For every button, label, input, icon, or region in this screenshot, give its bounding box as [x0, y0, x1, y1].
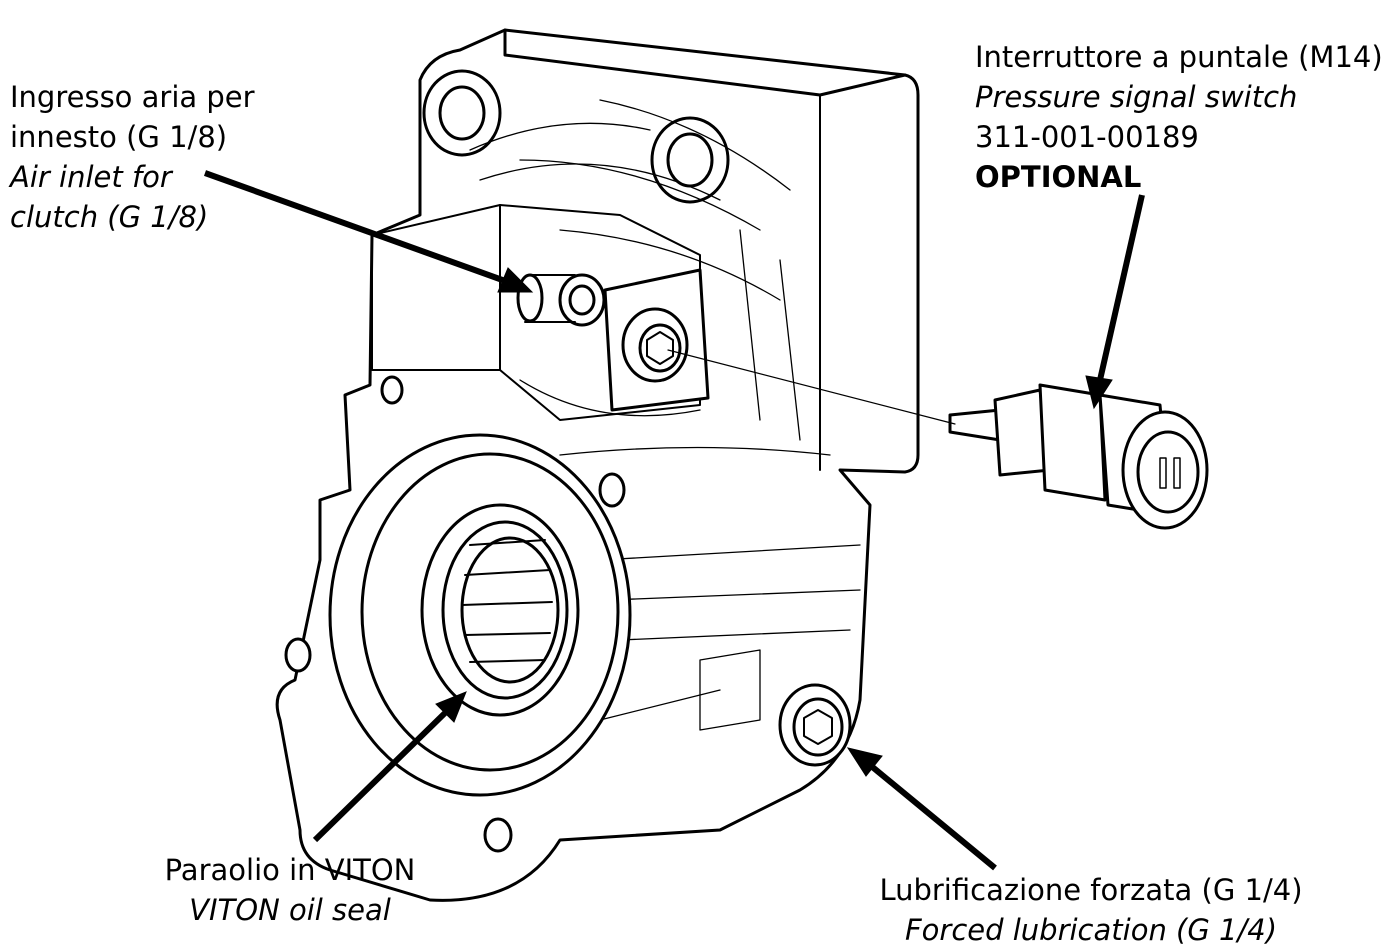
switch-port	[603, 268, 710, 412]
surface-contours	[469, 99, 861, 731]
switch-label-en: Pressure signal switch	[975, 80, 1298, 114]
lubrication-label-en: Forced lubrication (G 1/4)	[904, 913, 1278, 947]
lubrication-label-it: Lubrificazione forzata (G 1/4)	[879, 873, 1303, 907]
alignment-line	[667, 349, 956, 425]
mounting-boss-left	[422, 69, 502, 157]
spline-teeth	[461, 539, 553, 663]
oil-seal	[328, 433, 632, 797]
switch-part-number: 311-001-00189	[975, 120, 1199, 154]
air-inlet-label-it-2: innesto (G 1/8)	[10, 120, 228, 154]
switch-label-it: Interruttore a puntale (M14)	[975, 40, 1383, 74]
oil-seal-label-en: VITON oil seal	[189, 893, 391, 927]
callout-oil-seal: Paraolio in VITON VITON oil seal	[160, 850, 420, 930]
air-inlet-label-en-1: Air inlet for	[10, 160, 172, 194]
housing-body	[275, 28, 920, 902]
switch-optional-badge: OPTIONAL	[975, 160, 1142, 194]
arrow-oil-seal	[312, 691, 467, 843]
callout-pressure-switch: Interruttore a puntale (M14) Pressure si…	[975, 37, 1383, 197]
arrow-pressure-switch	[1085, 194, 1145, 410]
callout-lubrication: Lubrificazione forzata (G 1/4) Forced lu…	[875, 870, 1307, 950]
arrow-air-inlet	[203, 170, 534, 293]
callout-air-inlet: Ingresso aria per innesto (G 1/8) Air in…	[10, 77, 255, 237]
mounting-boss-right	[650, 116, 730, 204]
arrow-lubrication	[846, 747, 997, 871]
pressure-switch	[948, 383, 1209, 530]
air-inlet-label-en-2: clutch (G 1/8)	[10, 200, 209, 234]
lubrication-plug	[778, 683, 852, 767]
oil-seal-label-it: Paraolio in VITON	[164, 853, 416, 887]
air-inlet-label-it-1: Ingresso aria per	[10, 80, 255, 114]
